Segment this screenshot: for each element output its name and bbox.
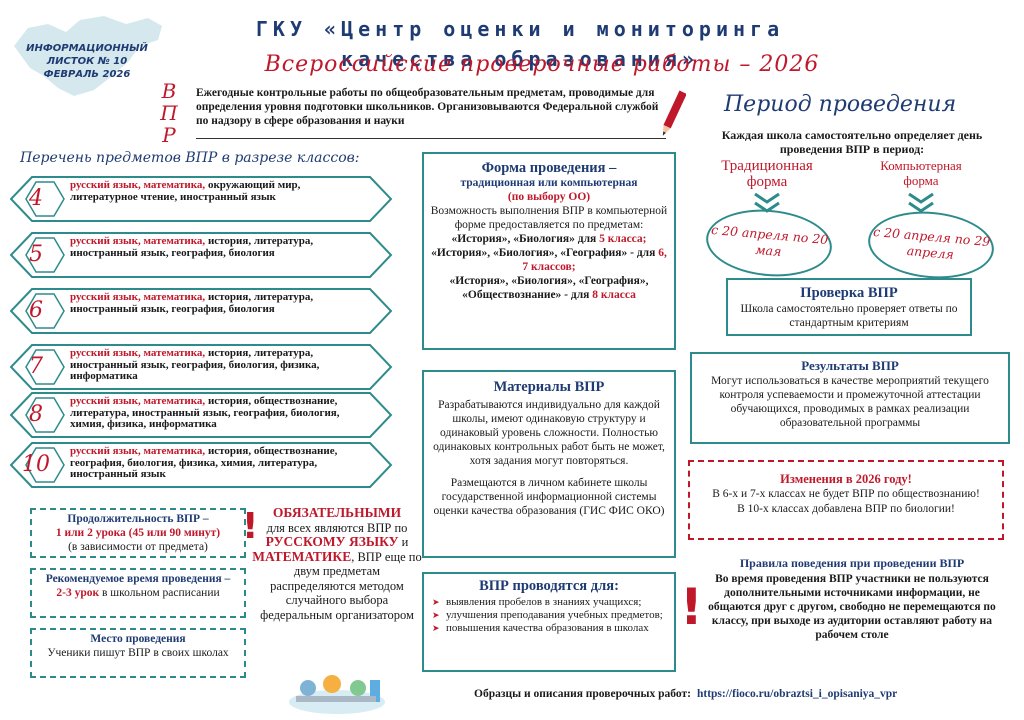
- samples-link[interactable]: https://fioco.ru/obraztsi_i_opisaniya_vp…: [696, 688, 898, 700]
- grade-subjects: русский язык, математика, история, литер…: [70, 347, 320, 382]
- grade-number: 6: [29, 298, 43, 323]
- grade-arrow-shape: [10, 344, 392, 390]
- form-box: Форма проведения – традиционная или комп…: [422, 152, 676, 350]
- results-box: Результаты ВПР Могут использоваться в ка…: [690, 352, 1010, 444]
- arrow-bullet-icon: ➤: [432, 610, 440, 620]
- pencil-icon: [662, 90, 686, 136]
- recommended-time-box: Рекомендуемое время проведения – 2-3 уро…: [30, 568, 246, 618]
- organization-title: ГКУ «Центр оценки и мониторинга качества…: [255, 17, 785, 71]
- grade-item: 8 русский язык, математика, история, обще…: [10, 392, 392, 438]
- place-box: Место проведения Ученики пишут ВПР в сво…: [30, 628, 246, 678]
- grade-subjects: русский язык, математика, история, литер…: [70, 235, 314, 259]
- changes-box: Изменения в 2026 году! В 6-х и 7-х класс…: [688, 460, 1004, 540]
- grade-arrow-shape: [10, 288, 392, 334]
- exclamation-icon: !: [680, 578, 703, 636]
- rules-text: Во время проведения ВПР участники не пол…: [708, 573, 996, 641]
- traditional-dates: с 20 апреля по 20 мая: [703, 204, 835, 282]
- grade-number: 5: [29, 242, 43, 267]
- grade-arrow-shape: [10, 176, 392, 222]
- grade-arrow-shape: [10, 392, 392, 438]
- issue-badge: ИНФОРМАЦИОННЫЙ ЛИСТОК № 10 ФЕВРАЛЬ 2026: [26, 43, 148, 80]
- rules-title: Правила поведения при проведении ВПР: [739, 556, 965, 570]
- list-item: ➤улучшения преподавания учебных предмето…: [432, 609, 663, 621]
- duration-box: Продолжительность ВПР – 1 или 2 урока (4…: [30, 508, 246, 558]
- grade-item: 7 русский язык, математика, история, лите…: [10, 344, 392, 390]
- period-text: Каждая школа самостоятельно определяет д…: [721, 128, 983, 156]
- divider: [196, 138, 666, 139]
- grade-item: 4 русский язык, математика, окружающий ми…: [10, 176, 392, 222]
- grade-subjects: русский язык, математика, история, общес…: [70, 445, 338, 480]
- period-title: Период проведения: [724, 92, 957, 117]
- purposes-box: ВПР проводятся для: ➤выявления пробелов …: [422, 572, 676, 672]
- grade-item: 5 русский язык, математика, история, лите…: [10, 232, 392, 278]
- list-item: ➤выявления пробелов в знаниях учащихся;: [432, 596, 642, 608]
- page-title: Всероссийские проверочные работы – 2026: [264, 52, 820, 77]
- grade-item: 10 русский язык, математика, история, общ…: [10, 442, 392, 488]
- grade-arrow-shape: [10, 442, 392, 488]
- chevron-down-icon: [754, 192, 780, 213]
- grade-number: 8: [29, 402, 43, 427]
- samples-footer: Образцы и описания проверочных работ:htt…: [474, 688, 898, 700]
- list-item: ➤повышения качества образования в школах: [432, 622, 649, 634]
- arrow-bullet-icon: ➤: [432, 623, 440, 633]
- computer-dates: с 20 апреля по 29 апреля: [865, 206, 997, 284]
- subjects-title: Перечень предметов ВПР в разрезе классов…: [20, 150, 360, 166]
- intro-text: Ежегодные контрольные работы по общеобра…: [196, 87, 659, 127]
- grade-subjects: русский язык, математика, история, литер…: [70, 291, 314, 315]
- grade-arrow-shape: [10, 232, 392, 278]
- traditional-form-label: Традиционная форма: [721, 158, 813, 190]
- crimea-map-icon: [14, 16, 162, 96]
- chevron-down-icon: [908, 192, 934, 213]
- kids-illustration: [289, 675, 385, 714]
- computer-form-label: Компьютерная форма: [880, 158, 962, 188]
- materials-box: Материалы ВПР Разрабатываются индивидуал…: [422, 370, 676, 558]
- grade-number: 7: [29, 354, 43, 379]
- exclamation-icon: !: [242, 506, 259, 547]
- grade-subjects: русский язык, математика, история, общес…: [70, 395, 340, 430]
- grade-number: 10: [22, 452, 50, 477]
- mandatory-block: ОБЯЗАТЕЛЬНЫМИ для всех являются ВПР по Р…: [252, 505, 422, 622]
- vpr-vertical-letters: В П Р: [160, 79, 178, 147]
- grade-subjects: русский язык, математика, окружающий мир…: [70, 179, 301, 203]
- grade-item: 6 русский язык, математика, история, лите…: [10, 288, 392, 334]
- check-box: Проверка ВПР Школа самостоятельно провер…: [726, 278, 972, 336]
- grade-number: 4: [29, 186, 43, 211]
- arrow-bullet-icon: ➤: [432, 597, 440, 607]
